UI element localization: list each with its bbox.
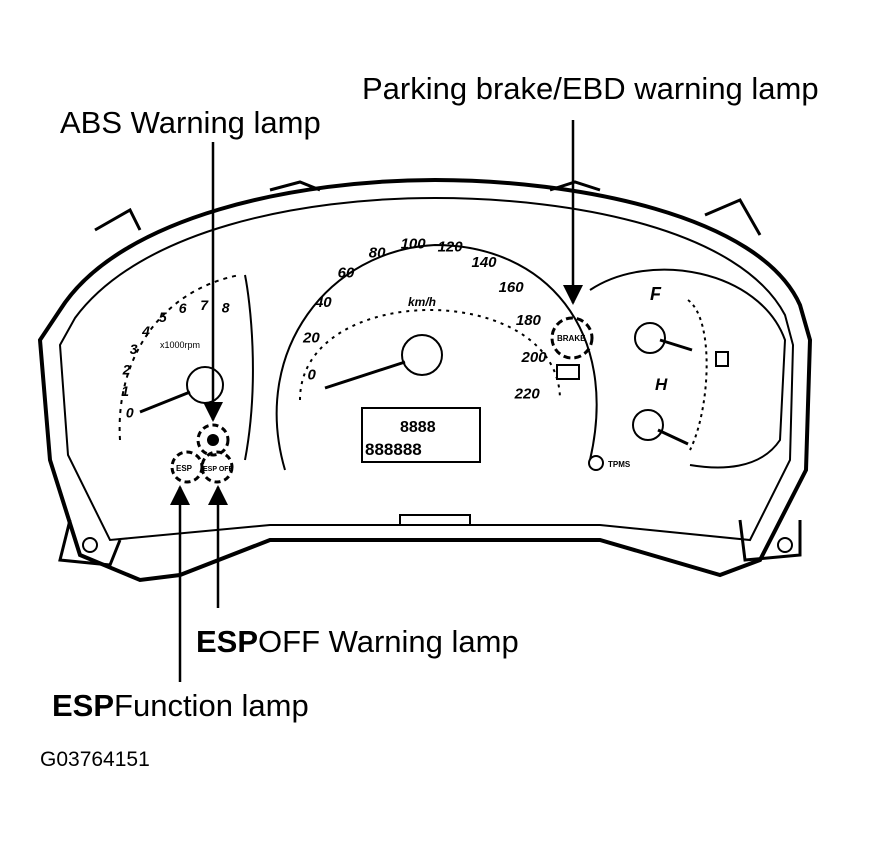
warning-lamps: ESP ESP OFF BRAKE [170,316,594,484]
scale-label: 40 [314,294,332,311]
abs-warning-label: ABS Warning lamp [60,105,321,140]
esp-off-prefix: ESP [196,624,259,659]
scale-label: 60 [338,265,355,282]
scale-label: 220 [514,385,541,402]
tach-needle [139,390,191,414]
scale-label: 5 [159,309,167,325]
scale-label: 4 [141,323,150,339]
esp-function-rest: Function lamp [114,688,309,723]
esp-off-warning-label: ESPOFF Warning lamp [196,626,519,657]
scale-label: 8 [222,300,230,316]
scale-label: 80 [369,244,386,261]
abs-lamp-highlight [196,423,230,457]
cluster-housing [37,177,813,583]
esp-off-rest: OFF Warning lamp [258,624,519,659]
scale-label: 3 [130,341,138,357]
tpms-icon [588,455,604,471]
scale-label: 2 [122,361,131,377]
battery-icon [556,364,580,380]
scale-label: 120 [438,239,464,256]
scale-label: 1 [121,383,129,399]
esp-off-lamp-highlight [200,450,234,484]
fuel-pump-icon [715,351,729,367]
scale-label: 200 [520,349,547,366]
scale-label: 7 [200,297,209,313]
fuel-full-label: F [650,284,662,304]
temp-needle [657,428,689,446]
brake-lamp-text: BRAKE [557,334,586,343]
scale-label: 100 [401,235,427,252]
lcd-bottom-readout: 888888 [365,440,422,459]
parking-brake-ebd-label: Parking brake/EBD warning lamp [362,71,819,106]
tpms-label: TPMS [608,460,631,469]
scale-label: 0 [126,404,134,420]
scale-label: 0 [308,366,317,383]
lcd-display: 8888 888888 [361,407,481,463]
parking-brake-lamp-highlight [550,316,594,360]
tach-unit: x1000rpm [160,340,200,350]
figure-id: G03764151 [40,748,150,771]
temp-hot-label: H [655,375,668,394]
esp-function-prefix: ESP [52,688,115,723]
scale-label: 180 [516,312,542,329]
scale-label: 140 [471,254,497,271]
speed-needle [324,360,406,390]
speed-unit: km/h [408,295,436,309]
fuel-temp-gauges: F H TPMS [556,268,787,471]
esp-function-lamp-highlight [170,450,204,484]
esp-lamp-text: ESP [176,464,193,473]
scale-label: 20 [302,329,320,346]
abs-lamp-icon [207,434,219,446]
lcd-top-readout: 8888 [400,419,436,436]
leader-arrows [170,120,583,682]
scale-label: 160 [499,279,525,296]
esp-function-label: ESPFunction lamp [52,690,309,721]
fuel-needle [659,338,693,352]
esp-off-lamp-text: ESP OFF [203,466,234,473]
scale-label: 6 [179,300,187,316]
